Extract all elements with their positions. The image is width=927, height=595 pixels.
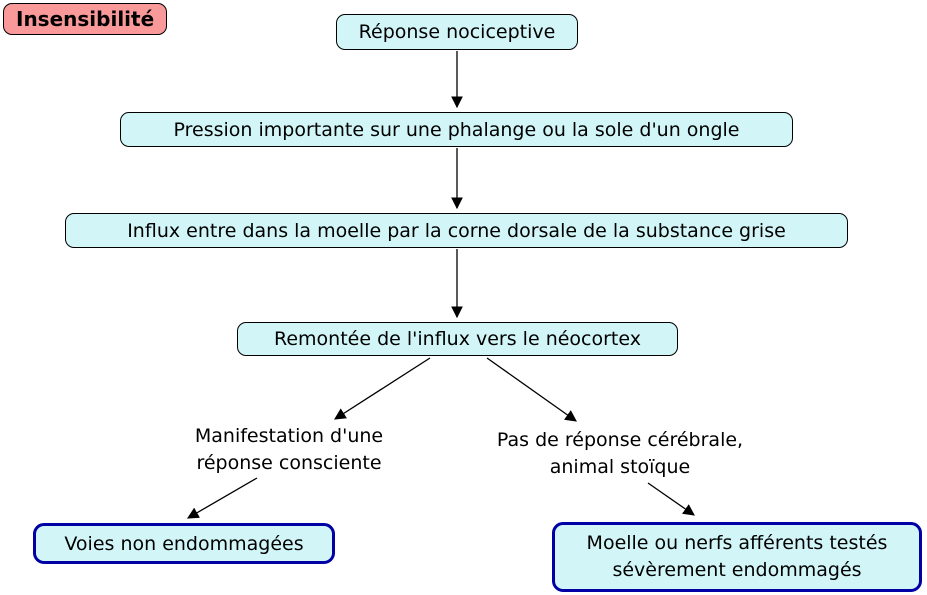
node-moelle-nerfs-endommages: Moelle ou nerfs afférents testés sévèrem… [552,522,922,592]
label-manifestation-reponse-consciente: Manifestation d'une réponse consciente [194,425,384,474]
node-pression-importante: Pression importante sur une phalange ou … [120,112,793,147]
arrow-branch-right-outcome [647,482,695,516]
arrow-branch-left-outcome [186,477,258,519]
title-box: Insensibilité [3,3,168,35]
title-label: Insensibilité [16,7,155,31]
node-remontee-neocortex: Remontée de l'influx vers le néocortex [237,322,678,356]
node-voies-non-endommagees: Voies non endommagées [33,523,335,564]
node-influx-moelle: Influx entre dans la moelle par la corne… [65,213,848,248]
arrow-node4-branch-left [334,357,431,420]
label-pas-de-reponse-cerebrale: Pas de réponse cérébrale, animal stoïque [496,429,744,478]
arrow-node4-branch-right [486,357,577,422]
node-reponse-nociceptive: Réponse nociceptive [336,14,578,50]
